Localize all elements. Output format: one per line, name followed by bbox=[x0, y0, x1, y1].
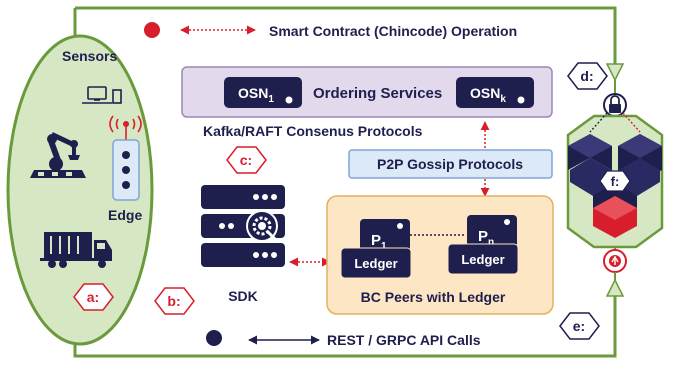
token-icon bbox=[603, 249, 627, 273]
gossip-box bbox=[348, 149, 553, 179]
svg-text:Ledger: Ledger bbox=[461, 252, 504, 267]
svg-text:OSN1: OSN1 bbox=[238, 85, 274, 105]
svg-text:f:: f: bbox=[611, 174, 620, 189]
marker-d: d: bbox=[567, 62, 608, 90]
consensus-label: Kafka/RAFT Consenus Protocols bbox=[203, 123, 423, 139]
sdk-label: SDK bbox=[228, 288, 258, 304]
osn-last-node: OSNk bbox=[456, 77, 534, 108]
sdk-server-icon bbox=[201, 185, 285, 267]
svg-text:P1: P1 bbox=[371, 232, 387, 252]
lock-icon bbox=[603, 93, 627, 117]
svg-text:b:: b: bbox=[167, 293, 180, 309]
truck-icon bbox=[40, 232, 112, 268]
smart-contract-legend-label: Smart Contract (Chincode) Operation bbox=[269, 23, 517, 39]
svg-text:Ledger: Ledger bbox=[354, 256, 397, 271]
svg-text:Pn: Pn bbox=[478, 228, 494, 248]
marker-f: f: bbox=[599, 170, 631, 192]
marker-a: a: bbox=[73, 283, 114, 311]
marker-c: c: bbox=[226, 146, 267, 174]
robot-arm-icon bbox=[30, 132, 86, 178]
marker-b: b: bbox=[154, 287, 195, 315]
sensors-title: Sensors bbox=[62, 48, 117, 64]
osn-first-node: OSN1 bbox=[224, 77, 302, 108]
marker-e: e: bbox=[559, 312, 600, 340]
edge-device-icon bbox=[109, 115, 142, 201]
svg-text:e:: e: bbox=[573, 318, 585, 334]
blockchain-cubes-icon bbox=[568, 134, 662, 238]
svg-text:d:: d: bbox=[580, 68, 593, 84]
ordering-services-title: Ordering Services bbox=[313, 85, 442, 102]
api-legend-label: REST / GRPC API Calls bbox=[327, 332, 481, 348]
computer-icon bbox=[82, 86, 122, 104]
bottom-connector bbox=[605, 278, 625, 297]
sensors-region bbox=[6, 34, 154, 346]
api-legend-dot bbox=[206, 330, 222, 346]
peer-first-node: P1 Ledger bbox=[340, 219, 412, 279]
svg-text:a:: a: bbox=[87, 289, 99, 305]
svg-text:OSNk: OSNk bbox=[470, 85, 506, 105]
gear-icon bbox=[246, 210, 278, 242]
peer-last-node: Pn Ledger bbox=[447, 215, 519, 275]
svg-text:c:: c: bbox=[240, 152, 252, 168]
gossip-label: P2P Gossip Protocols bbox=[377, 156, 523, 172]
edge-label: Edge bbox=[108, 207, 142, 223]
peers-title: BC Peers with Ledger bbox=[361, 289, 506, 305]
smart-contract-legend-dot bbox=[144, 22, 160, 38]
top-connector bbox=[605, 63, 625, 82]
